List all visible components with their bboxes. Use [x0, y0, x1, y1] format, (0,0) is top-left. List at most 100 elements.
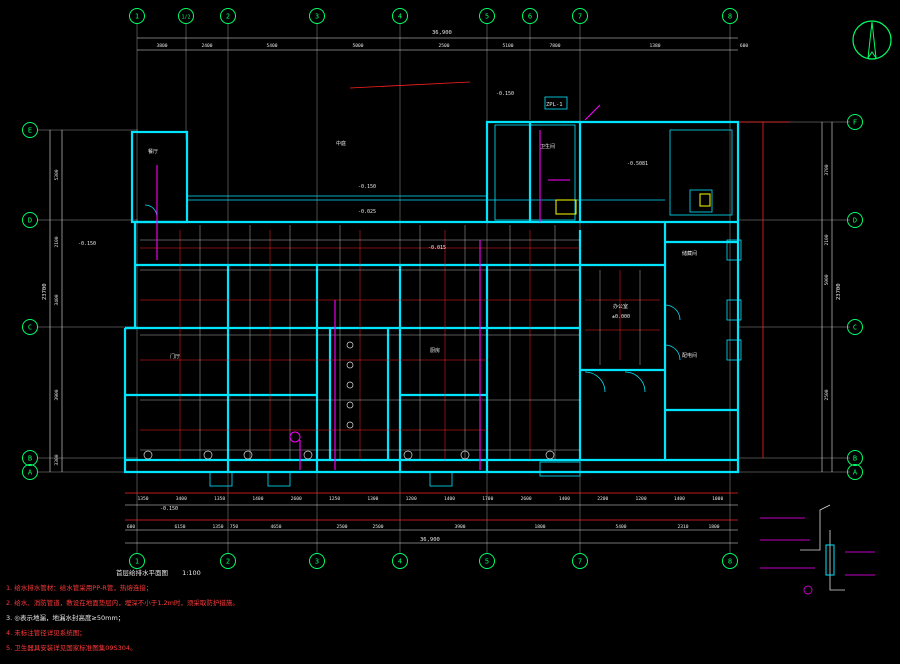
grid-bubble-top: 1/2: [181, 15, 190, 21]
dimension-text: 1400: [674, 496, 685, 502]
grid-bubble-left-circle: [22, 319, 38, 335]
dimension-text: 2200: [597, 496, 608, 502]
grid-bubble-left: E: [28, 127, 32, 135]
dimension-text: 750: [230, 524, 239, 530]
room-label: 中庭: [336, 140, 346, 147]
room-label: 餐厅: [148, 148, 158, 155]
grid-bubble-top-circle: [392, 8, 408, 24]
grid-bubble-right: F: [853, 119, 857, 127]
dimension-text: 600: [127, 524, 136, 530]
interior-grid: [140, 230, 660, 460]
grid-bubble-bottom: 4: [398, 558, 402, 566]
drawing-scale: 1:100: [182, 569, 201, 577]
dimension-text: 2310: [677, 524, 688, 530]
grid-bubble-bottom-circle: [129, 553, 145, 569]
room-label: 办公室: [613, 303, 628, 310]
grid-bubble-left: C: [28, 324, 32, 332]
dimension-text: 3800: [156, 43, 167, 49]
level-mark: ±0.000: [612, 314, 630, 320]
grid-bubble-right: A: [853, 469, 858, 477]
dimension-text: 1800: [708, 524, 719, 530]
room-label: 储藏间: [682, 250, 697, 257]
pipe-label: ZPL-1: [546, 102, 563, 108]
dimension-text: 5000: [824, 274, 830, 285]
dimension-text: 5300: [54, 169, 60, 180]
grid-bubble-left: A: [28, 469, 33, 477]
grid-bubble-left-circle: [22, 450, 38, 466]
dimension-text: 7800: [549, 43, 560, 49]
grid-bubble-bottom: 5: [485, 558, 489, 566]
dimension-text: 2500: [824, 389, 830, 400]
room-label: 门厅: [170, 353, 180, 360]
grid-bubble-top: 8: [728, 13, 732, 21]
grid-bubble-right-circle: [847, 319, 863, 335]
dimension-text: 4650: [270, 524, 281, 530]
ceiling-lines: [140, 225, 641, 460]
note-4: 4. 未标注管径详见系统图；: [6, 629, 86, 637]
total-dimension-left: 23700: [42, 283, 48, 300]
dimension-text: 5000: [352, 43, 363, 49]
grid-bubble-right-circle: [847, 212, 863, 228]
dimension-text: 1200: [636, 496, 647, 502]
dimension-text: 6150: [174, 524, 185, 530]
grid-bubble-bottom: 3: [315, 558, 319, 566]
room-label: 厨房: [430, 347, 440, 354]
dimension-text: 2100: [54, 236, 60, 247]
grid-bubble-top: 4: [398, 13, 402, 21]
level-mark: -0.150: [160, 506, 178, 512]
dimension-text: 3700: [824, 164, 830, 175]
drawing-title: 首层给排水平面图 1:100: [6, 566, 526, 581]
level-mark: -0.5081: [627, 161, 648, 167]
note-5: 5. 卫生器具安装详见国家标准图集09S304。: [6, 644, 137, 652]
building-walls: [123, 120, 740, 474]
dimension-text: 1200: [406, 496, 417, 502]
dimension-text: 5100: [502, 43, 513, 49]
dimension-text: 3300: [54, 454, 60, 465]
grid-bubble-bottom-circle: [722, 553, 738, 569]
note-3: 3. ◎表示地漏，地漏水封高度≥50mm；: [6, 614, 125, 622]
dimension-text: 5400: [266, 43, 277, 49]
grid-bubble-top: 1: [135, 13, 139, 21]
north-arrow-icon: [852, 20, 892, 60]
grid-bubble-bottom-circle: [479, 553, 495, 569]
detail-section: [760, 504, 875, 595]
grid-bubble-bottom: 1: [135, 558, 139, 566]
dimension-text: 2500: [438, 43, 449, 49]
grid-bubble-bottom: 2: [226, 558, 230, 566]
grid-lines: [38, 24, 850, 553]
grid-bubble-left: D: [28, 217, 32, 225]
dimension-text: 3900: [54, 389, 60, 400]
grid-bubble-right: B: [853, 455, 857, 463]
grid-bubble-left: B: [28, 455, 32, 463]
grid-bubble-top: 7: [578, 13, 582, 21]
dimension-text: 2600: [291, 496, 302, 502]
level-mark: -0.025: [358, 209, 376, 215]
grid-bubble-top: 5: [485, 13, 489, 21]
dimension-text: 1000: [712, 496, 723, 502]
note-1: 1. 给水排水管材：给水管采用PP-R管，热熔连接；: [6, 584, 153, 592]
grid-bubble-bottom: 7: [578, 558, 582, 566]
grid-bubble-top-circle: [522, 8, 538, 24]
level-mark: -0.150: [78, 241, 96, 247]
dimension-text: 1250: [329, 496, 340, 502]
dimension-text: 1400: [252, 496, 263, 502]
room-label: 卫生间: [540, 143, 555, 150]
level-mark: -0.015: [428, 245, 446, 251]
dimension-text: 2500: [336, 524, 347, 530]
grid-bubble-top: 3: [315, 13, 319, 21]
grid-bubble-left-circle: [22, 122, 38, 138]
note-2: 2. 给水、消防管道，敷设在地面垫层内，埋深不小于1.2m时，须采取防护措施。: [6, 599, 239, 607]
dimension-lines: [49, 37, 833, 544]
inner-walls: [144, 96, 742, 487]
dimension-text: 1380: [649, 43, 660, 49]
floor-drains: [143, 341, 555, 460]
dimension-text: 3400: [54, 294, 60, 305]
dimension-text: 2400: [201, 43, 212, 49]
grid-bubble-top-circle: [479, 8, 495, 24]
level-mark: -0.150: [358, 184, 376, 190]
dimension-text: 600: [740, 43, 749, 49]
grid-bubble-left-circle: [22, 464, 38, 480]
